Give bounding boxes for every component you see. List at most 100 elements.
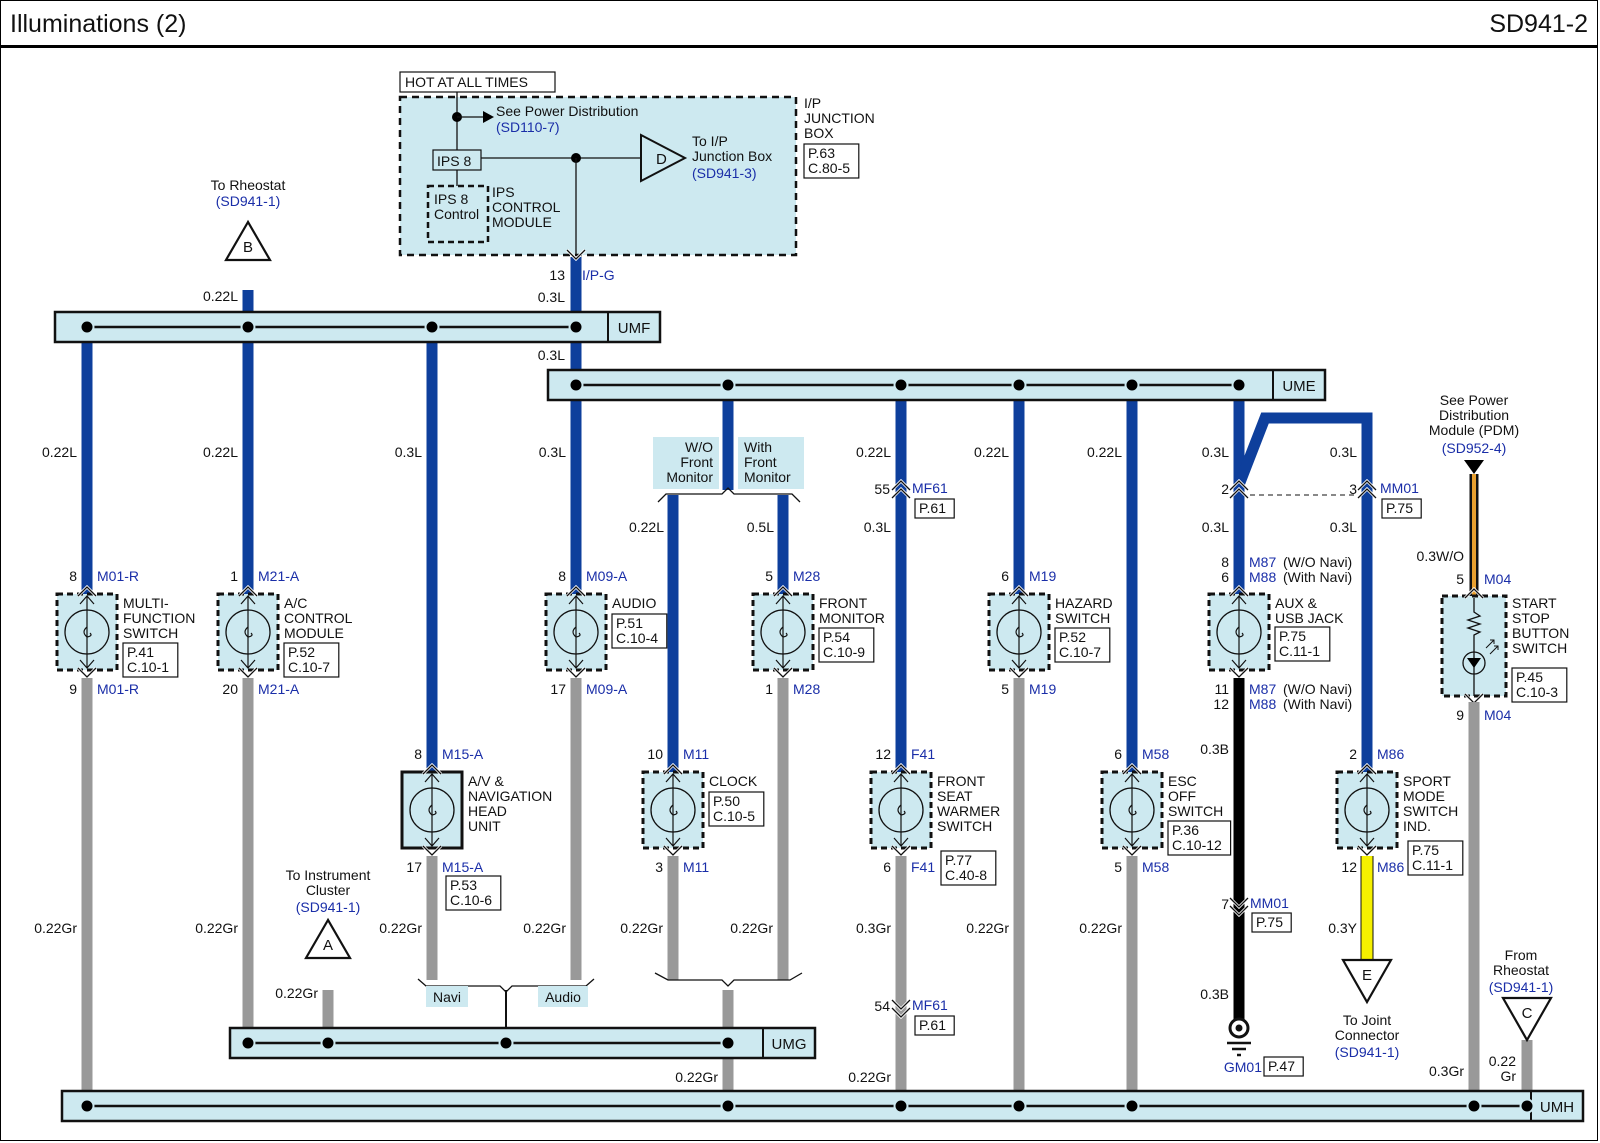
pin-number: 3 [655,859,663,875]
pin-terminal-icon [1357,764,1377,775]
connector-e [1341,958,1393,1005]
connector-id: M15-A [442,859,484,875]
lamp-filament-icon [1128,804,1137,816]
arrow-up-icon [775,595,791,605]
pin-terminal-icon [422,845,442,856]
arrow-down-icon [1124,837,1140,847]
splice-dot [498,1035,514,1051]
led-icon [1467,658,1481,668]
splice-umh-label: UMH [1540,1099,1574,1116]
connector-b [224,219,272,262]
option-label-bg [653,437,719,489]
ip-junction-box [398,95,798,257]
pin-number: 9 [69,681,77,697]
wire-gauge-label: 0.22Gr [195,920,238,936]
connector-a-ref: (SD941-1) [296,899,361,915]
page-ref [1381,498,1422,519]
component-name: A/V & [468,773,504,789]
component-name: IND. [1403,818,1431,834]
connector-id: MF61 [912,480,948,496]
connector-id: M86 [1377,859,1404,875]
wire-gauge-label: 0.22L [974,444,1009,460]
connector-id: M09-A [586,568,628,584]
pin-number: 12 [875,746,891,762]
pin-number: 11 [1214,681,1229,697]
pin-number: 1 [230,568,238,584]
option-navi: Navi [433,989,461,1005]
page-ref [1274,626,1331,662]
pin-number: 7 [1221,896,1229,912]
page-ref [283,642,340,678]
arrow-up-icon [1011,595,1027,605]
arrow-down-icon [1359,837,1375,847]
wire-gauge-label: 0.3Gr [856,920,891,936]
page-ref [818,627,875,663]
component-name: MONITOR [819,610,885,626]
connector-note: (W/O Navi) [1283,681,1352,697]
pin-number: 8 [558,568,566,584]
option-wo-front-monitor: Front [680,454,713,470]
splice-dot [1011,377,1027,393]
page-ref-text: C.10-7 [1059,644,1101,660]
ips8-control-label: Control [434,206,479,222]
option-wo-front-monitor: Monitor [666,469,713,485]
option-with-front-monitor: Monitor [744,469,791,485]
connector-id: M86 [1377,746,1404,762]
wire-gauge-label: 0.3Gr [1429,1063,1464,1079]
wire-gauge-label: 0.3L [864,519,891,535]
wire-gauge-label: 0.22Gr [1079,920,1122,936]
lamp-filament-icon [244,626,253,638]
component-name: MULTI- [123,595,169,611]
arrow-down-icon [424,837,440,847]
inline-connector-mm01-icon [1357,488,1377,499]
wire-gauge-label: 0.3W/O [1417,548,1465,564]
pin-number: 5 [1114,859,1122,875]
component-name: FRONT [937,773,986,789]
ip-junction-box-name: BOX [804,125,834,141]
component-name: SWITCH [937,818,992,834]
connector-b-ref: (SD941-1) [216,193,281,209]
wire-gauge-label: 0.3L [1202,519,1229,535]
splice-dot [893,377,909,393]
splice-dot [1519,1098,1535,1114]
page-header: Illuminations (2) SD941-2 [0,0,1598,48]
splice-dot [240,1035,256,1051]
option-with-front-monitor: Front [744,454,777,470]
ips-control-module-label: IPS [492,184,515,200]
page-title: Illuminations (2) [10,10,187,38]
page-ref [445,875,502,911]
wire-gauge-label: 0.22Gr [966,920,1009,936]
component-clock [641,770,705,850]
power-distribution-label: See Power Distribution [496,103,638,119]
wire-sport-top [1233,412,1373,780]
wire-gauge-label: 0.22Gr [34,920,77,936]
page-ref-text: P.61 [919,1017,946,1033]
pin-terminal-icon [77,586,97,597]
arrow-up-icon [424,773,440,783]
component-name: SWITCH [1403,803,1458,819]
page-ref [1263,1056,1304,1077]
splice-dot [424,319,440,335]
splice-umf-label: UMF [618,320,651,337]
connector-id: M04 [1484,571,1511,587]
pin-terminal-icon [1122,845,1142,856]
pin-number: 3 [1349,481,1357,497]
component-name: START [1512,595,1557,611]
connector-d [640,133,688,183]
pin-terminal-icon [1009,586,1029,597]
page-ref-text: P.61 [919,500,946,516]
splice-dot [79,319,95,335]
wire-gauge-label: Gr [1500,1068,1516,1084]
connector-note: (With Navi) [1283,569,1352,585]
connector-id: M87 [1249,681,1276,697]
page-ref-text: P.41 [127,644,154,660]
pdm-label: Module (PDM) [1429,422,1519,438]
page-ref-text: C.40-8 [945,867,987,883]
page-ref-text: C.10-6 [450,892,492,908]
connector-id: M11 [683,746,709,762]
connector-id: MM01 [1250,895,1289,911]
connector-d-letter: D [656,151,667,168]
light-rays-icon [1485,639,1499,655]
